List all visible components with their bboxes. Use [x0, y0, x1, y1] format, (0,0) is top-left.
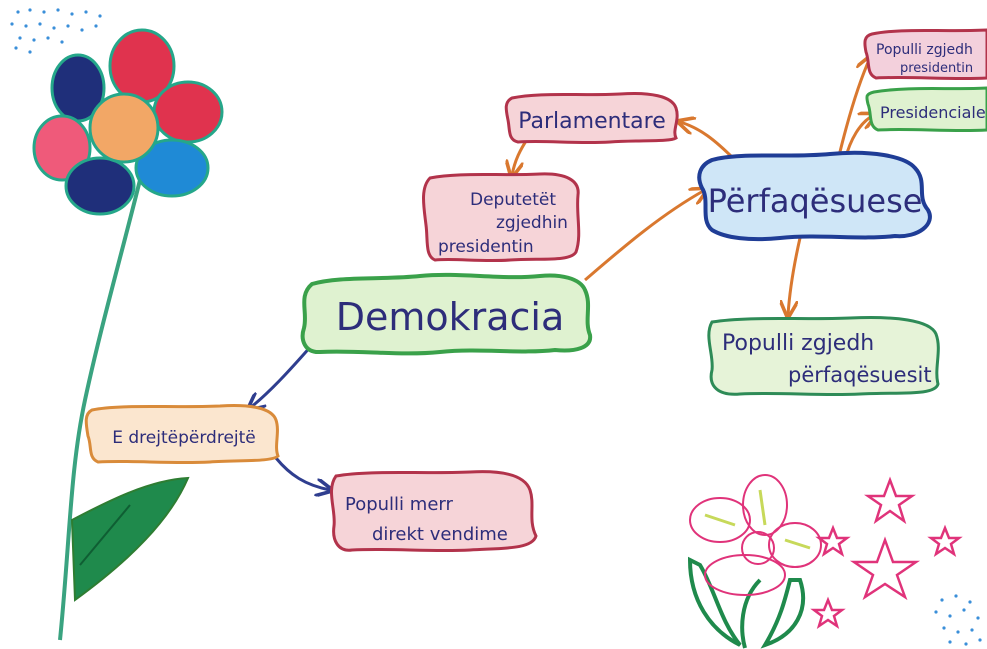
node-perfaqesuese-label: Përfaqësuese: [708, 182, 923, 220]
decorative-stars: [810, 476, 963, 629]
flower-illustration-bottom: [687, 474, 822, 649]
node-e-drejteperdrejte-label: E drejtëpërdrejtë: [112, 428, 256, 448]
node-presidenciale-shape: [865, 86, 987, 133]
arrow-e-drejteperdrejte-to-populli-merr: [274, 457, 330, 490]
decorative-dots-bottom-right: [934, 594, 982, 646]
node-populli-zgjedh-perfaqesuesit-shape: [707, 316, 940, 397]
node-presidenciale: Presidenciale: [865, 86, 987, 133]
node-populli-zgjedh-perfaqesuesit-line-2: përfaqësuesit: [788, 363, 932, 387]
node-populli-merr-shape: [330, 470, 538, 553]
node-populli-merr-line-1: Populli merr: [345, 494, 453, 515]
node-parlamentare-shape: [504, 92, 679, 145]
node-e-drejteperdrejte: E drejtëpërdrejtë: [84, 404, 280, 465]
arrow-perfaqesuese-to-president-node: [836, 58, 870, 161]
node-demokracia: Demokracia: [300, 272, 593, 356]
node-parlamentare-label: Parlamentare: [518, 109, 666, 134]
arrow-parlamentare-to-deputetet: [512, 137, 530, 175]
arrow-perfaqesuese-to-parlamentare: [680, 122, 737, 162]
node-demokracia-shape: [300, 272, 593, 356]
node-populli-merr: Populli merr direkt vendime: [330, 470, 538, 553]
node-e-drejteperdrejte-shape: [84, 404, 280, 465]
node-populli-zgjedh-perfaqesuesit-line-1: Populli zgjedh: [722, 331, 874, 356]
node-populli-zgjedh-presidentin-line-1: Populli zgjedh: [876, 42, 973, 58]
node-populli-merr-line-2: direkt vendime: [372, 524, 508, 545]
arrow-demokracia-to-e-drejteperdrejte: [250, 344, 314, 408]
node-parlamentare: Parlamentare: [504, 92, 679, 145]
node-deputetet-line-2: zgjedhin: [496, 213, 568, 233]
node-perfaqesuese: Përfaqësuese: [697, 150, 932, 242]
node-deputetet-line-3: presidentin: [438, 237, 534, 257]
decorative-dots-top-left: [10, 8, 102, 54]
node-demokracia-label: Demokracia: [336, 295, 565, 339]
node-deputetet: Deputetët zgjedhin presidentin: [422, 172, 581, 263]
arrow-demokracia-to-perfaqesuese: [584, 190, 705, 282]
node-presidenciale-label: Presidenciale: [880, 103, 986, 122]
node-populli-zgjedh-presidentin-line-2: presidentin: [900, 61, 973, 76]
node-populli-zgjedh-perfaqesuesit: Populli zgjedh përfaqësuesit: [707, 316, 940, 397]
node-deputetet-shape: [422, 172, 581, 263]
arrow-perfaqesuese-to-populli-zgjedh: [788, 237, 802, 315]
node-deputetet-line-1: Deputetët: [470, 190, 556, 210]
flower-illustration-left: [32, 28, 224, 641]
node-populli-zgjedh-presidentin: Populli zgjedh presidentin: [863, 28, 987, 81]
node-populli-zgjedh-presidentin-shape: [863, 28, 987, 81]
node-perfaqesuese-shape: [697, 150, 932, 242]
